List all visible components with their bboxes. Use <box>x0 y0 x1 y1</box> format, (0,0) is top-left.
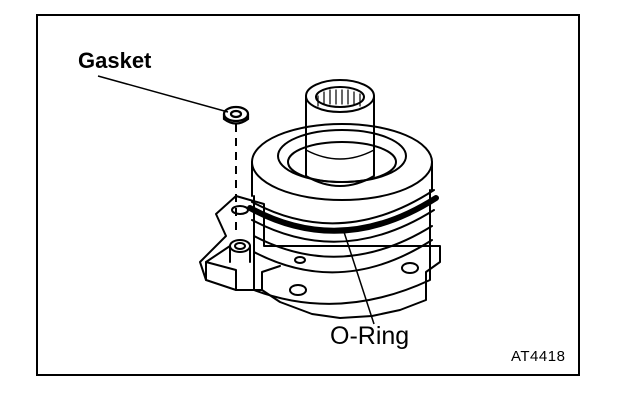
o-ring-leader <box>343 231 375 325</box>
o-ring <box>247 195 439 234</box>
gasket-leader <box>97 75 229 113</box>
gasket-washer <box>222 105 250 125</box>
pump-shaft <box>305 95 375 187</box>
figure-code: AT4418 <box>511 348 566 365</box>
bolt-boss <box>229 239 251 253</box>
flange-bolt-hole <box>294 256 306 264</box>
shaft-end <box>305 79 375 113</box>
flange-bolt-hole <box>401 262 419 274</box>
gasket-label: Gasket <box>78 48 152 73</box>
figure-frame <box>36 14 580 376</box>
flange-bolt-hole <box>289 284 307 296</box>
o-ring-label: O-Ring <box>330 322 410 350</box>
pump-body <box>253 189 431 305</box>
